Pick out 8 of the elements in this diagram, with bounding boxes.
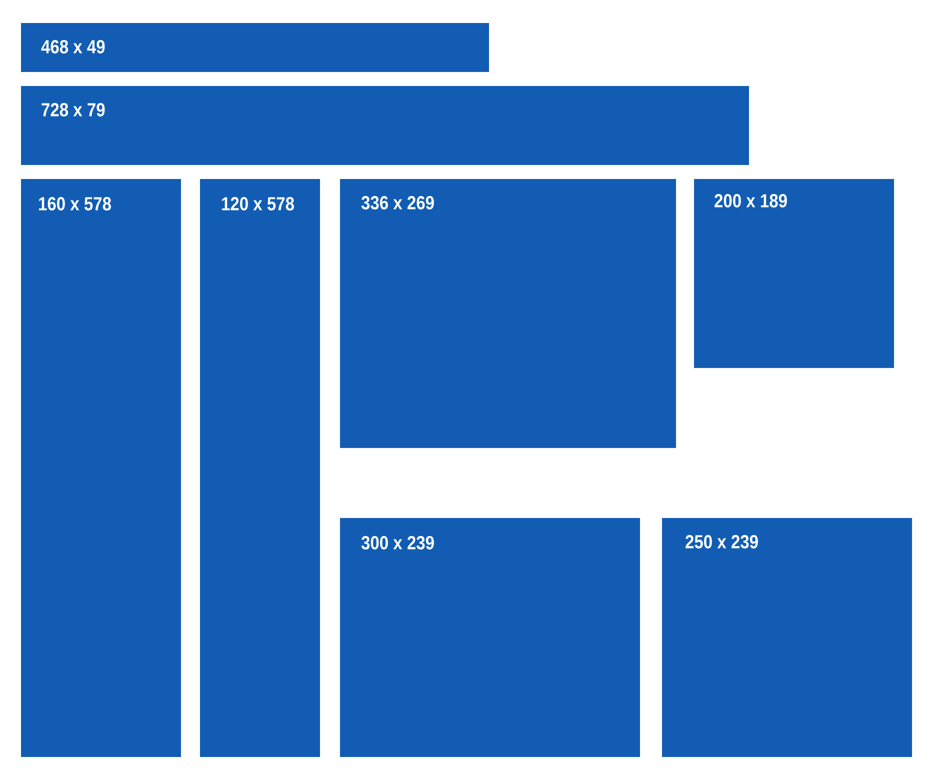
- size-box: 336 x 269: [340, 179, 676, 448]
- size-box: 250 x 239: [662, 518, 912, 757]
- size-box: 728 x 79: [21, 86, 749, 165]
- size-box: 120 x 578: [200, 179, 320, 757]
- size-box: 468 x 49: [21, 23, 489, 72]
- size-box: 200 x 189: [694, 179, 894, 368]
- size-box: 300 x 239: [340, 518, 640, 757]
- size-box: 160 x 578: [21, 179, 181, 757]
